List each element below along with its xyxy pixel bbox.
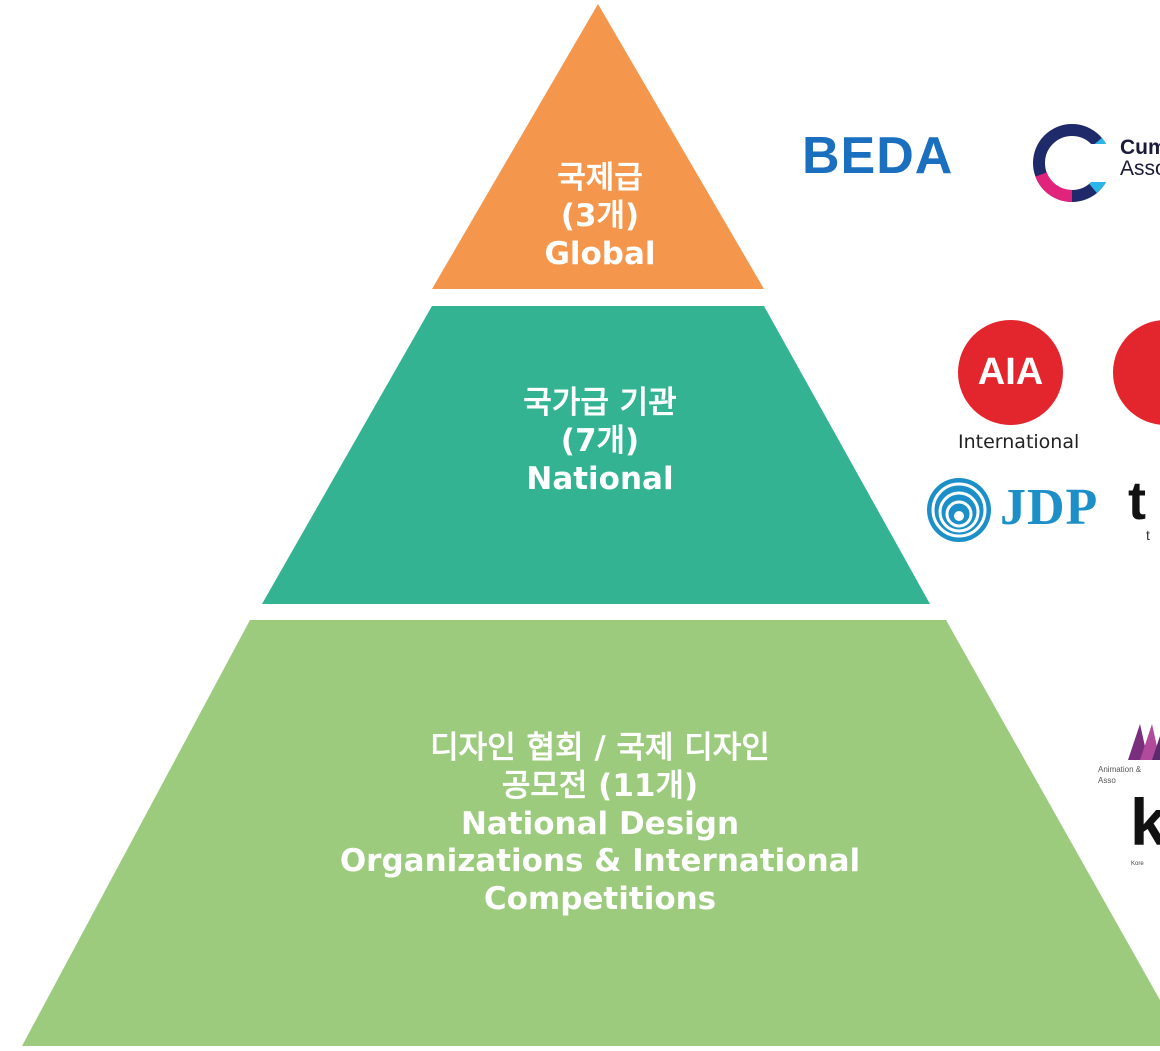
aia-logo: AIA bbox=[958, 320, 1063, 425]
tier-global-label: 국제급 (3개) Global bbox=[480, 160, 720, 273]
tier-national-shape bbox=[262, 306, 930, 604]
tier-global-line-2: (3개) bbox=[560, 197, 640, 234]
k-logo-caption: Kore bbox=[1131, 861, 1144, 867]
tier-design-line-1: 디자인 협회 / 국제 디자인 bbox=[430, 730, 770, 766]
cumulus-logo-icon bbox=[1033, 124, 1113, 203]
tier-design-shape bbox=[22, 620, 1160, 1046]
tier-national-line-1: 국가급 기관 bbox=[523, 385, 677, 421]
tier-design-line-4: Organizations & International bbox=[339, 843, 861, 880]
k-logo-fragment: k bbox=[1130, 785, 1160, 859]
cumulus-logo-text: Cumu Assoc bbox=[1120, 136, 1160, 180]
tier-global-line-1: 국제급 bbox=[557, 160, 643, 196]
animation-association-caption: Animation & Asso bbox=[1098, 764, 1141, 786]
tier-design-line-5: Competitions bbox=[483, 881, 717, 918]
cumulus-line-1: Cumu bbox=[1120, 136, 1160, 159]
t-logo-subtext: t bbox=[1146, 527, 1150, 543]
tier-global-shape bbox=[432, 4, 764, 289]
av-caption-line-2: Asso bbox=[1098, 776, 1116, 786]
beda-logo: BEDA bbox=[802, 127, 954, 185]
cumulus-line-2: Assoc bbox=[1120, 156, 1160, 180]
jdp-logo-text: JDP bbox=[1000, 479, 1099, 536]
tier-design-label: 디자인 협회 / 국제 디자인 공모전 (11개) National Desig… bbox=[240, 730, 960, 919]
tier-national-line-3: National bbox=[526, 460, 674, 497]
tier-global-line-3: Global bbox=[544, 235, 656, 272]
t-logo-fragment: t bbox=[1128, 471, 1146, 531]
jdp-logo-icon bbox=[927, 478, 991, 542]
animation-association-logo-icon bbox=[1128, 724, 1160, 760]
aia-caption: International bbox=[958, 431, 1080, 453]
tier-design-line-2: 공모전 (11개) bbox=[501, 767, 699, 804]
tier-design-line-3: National Design bbox=[460, 805, 740, 842]
tier-national-line-2: (7개) bbox=[560, 422, 640, 459]
tier-national-label: 국가급 기관 (7개) National bbox=[430, 385, 770, 498]
av-caption-line-1: Animation & bbox=[1098, 765, 1142, 774]
